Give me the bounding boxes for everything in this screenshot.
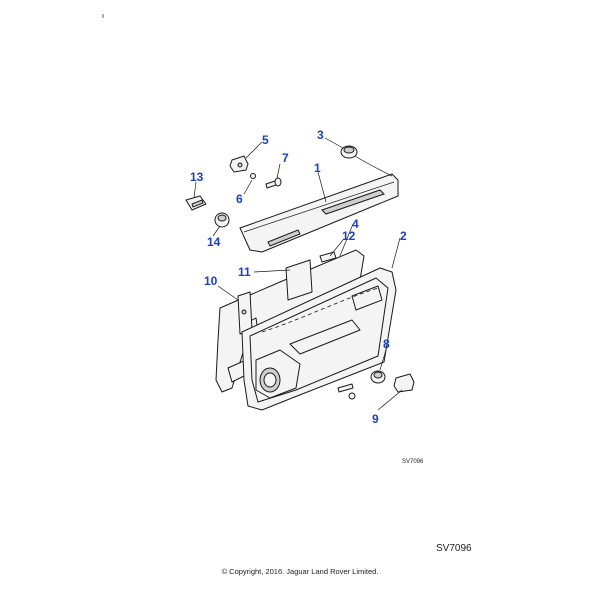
part-14-cap[interactable]	[214, 212, 230, 228]
callout-labels: 5 3 7 1 6 13 14 4 2 12 11 10 8 9	[190, 128, 407, 426]
callout-14: 14	[207, 235, 221, 249]
part-8-cap[interactable]	[370, 370, 386, 384]
part-13-plug[interactable]	[185, 195, 207, 211]
callout-5: 5	[262, 133, 269, 147]
callout-10: 10	[204, 274, 218, 288]
part-11-retainer[interactable]	[285, 259, 313, 301]
leader-lines	[193, 137, 403, 411]
figure-ref-small: SV7096	[402, 459, 424, 465]
callout-13: 13	[190, 170, 204, 184]
callout-7: 7	[282, 151, 289, 165]
part-12-fastener[interactable]	[319, 251, 337, 263]
copyright-notice: © Copyright, 2016. Jaguar Land Rover Lim…	[221, 567, 379, 576]
callout-3: 3	[317, 128, 324, 142]
part-5-clip[interactable]	[229, 155, 249, 173]
part-3-grommet[interactable]	[340, 145, 358, 159]
callout-1: 1	[314, 161, 321, 175]
part-2-door-panel[interactable]	[241, 267, 397, 411]
callout-12: 12	[342, 229, 356, 243]
part-1-trim-strip[interactable]	[239, 173, 399, 253]
part-6-washer[interactable]	[250, 173, 256, 179]
figure-ref-large: SV7096	[436, 543, 472, 554]
part-10-bracket[interactable]	[237, 291, 253, 335]
callout-6: 6	[236, 192, 243, 206]
callout-2: 2	[400, 229, 407, 243]
callout-11: 11	[238, 265, 251, 279]
callout-9: 9	[372, 412, 379, 426]
callout-8: 8	[383, 337, 390, 351]
part-9-bolt[interactable]	[337, 373, 415, 400]
callout-4: 4	[352, 217, 359, 231]
part-7-screw[interactable]	[265, 177, 282, 189]
